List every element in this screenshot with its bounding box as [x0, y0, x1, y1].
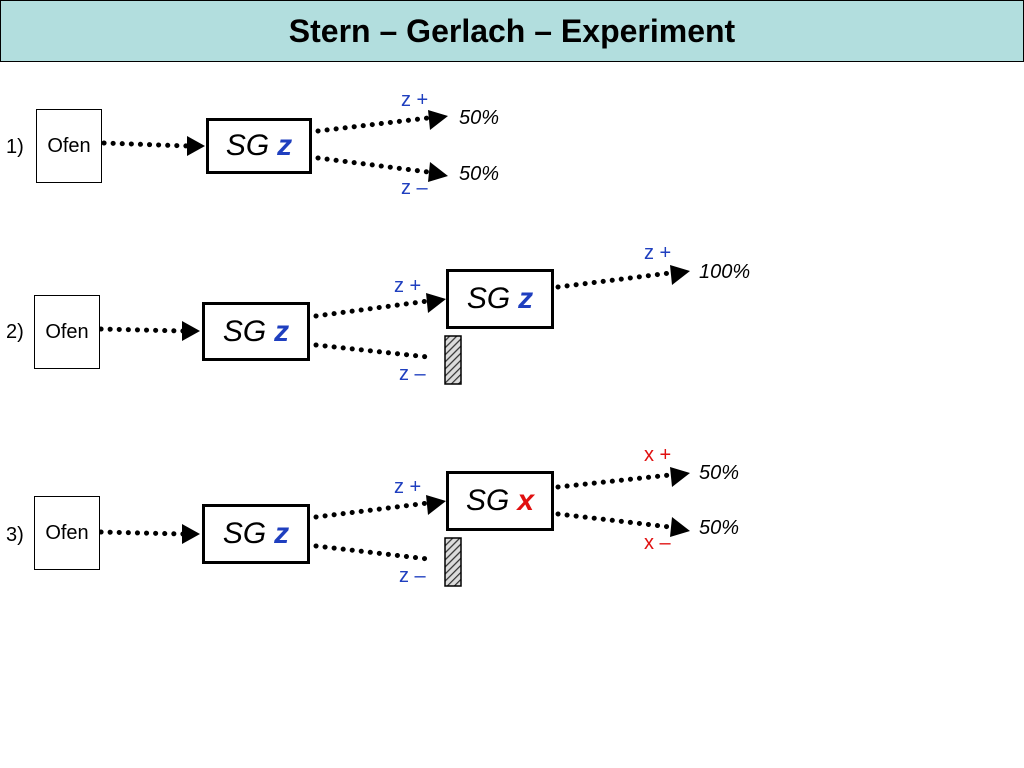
beam-row2-plus: [313, 298, 431, 319]
beam-label-sg2-minus: x –: [644, 532, 671, 554]
beam-label-minus: z –: [401, 177, 428, 199]
arrowhead-row3-sg2-plus: [670, 467, 690, 487]
sg-label: SG: [465, 484, 510, 517]
beam-label-plus: z +: [394, 275, 422, 297]
beam-row1-oven-to-sg: [101, 140, 191, 149]
output-percent-minus: 50%: [699, 517, 740, 539]
oven-label: Ofen: [47, 134, 91, 157]
beam-label-minus: z –: [399, 363, 426, 385]
beam-row3-plus: [313, 500, 431, 520]
output-percent-minus: 50%: [459, 163, 500, 185]
sg-label: SG: [222, 517, 267, 550]
arrowhead-row3-sg2-minus: [670, 517, 690, 537]
arrowhead-row1-plus: [428, 110, 448, 130]
sg-axis-label: z: [274, 517, 290, 550]
oven-box: Ofen: [34, 295, 100, 369]
arrowhead-row3-oven: [182, 524, 200, 544]
beam-row3-oven-to-sg: [98, 529, 186, 537]
sg-axis-label: z: [274, 314, 290, 348]
beam-blocker-row3: [444, 537, 462, 587]
row-number: 2): [6, 321, 24, 343]
output-percent-plus: 50%: [699, 462, 740, 484]
sg-axis-label: x: [517, 484, 535, 517]
arrowhead-row3-plus: [426, 495, 446, 515]
beam-label-minus: z –: [399, 565, 426, 587]
output-percent-plus: 50%: [459, 107, 500, 129]
oven-label: Ofen: [45, 521, 89, 544]
oven-label: Ofen: [45, 320, 89, 343]
row-number: 1): [6, 136, 24, 158]
page-title: Stern – Gerlach – Experiment: [288, 12, 736, 49]
beam-row3-minus: [313, 543, 431, 562]
row-number: 3): [6, 524, 24, 546]
beam-label-sg2-plus: z +: [644, 242, 672, 264]
sg-label: SG: [222, 314, 267, 348]
beam-row2-minus: [313, 342, 431, 360]
beam-label-sg2-plus: x +: [644, 444, 672, 466]
title-bar: Stern – Gerlach – Experiment: [0, 0, 1024, 62]
beam-row3-sg2-minus: [555, 511, 673, 530]
sg-axis-label: z: [518, 282, 534, 315]
sg-label: SG: [225, 129, 270, 162]
beam-blocker-row2: [444, 335, 462, 385]
beam-row1-plus: [315, 115, 431, 134]
oven-box: Ofen: [36, 109, 102, 183]
oven-box: Ofen: [34, 496, 100, 570]
beam-row2-sg2-plus: [555, 270, 673, 290]
beam-row1-minus: [315, 155, 431, 175]
arrowhead-row2-sg2-plus: [670, 265, 690, 285]
sg-axis-label: z: [277, 129, 293, 162]
arrowhead-row1-minus: [428, 162, 448, 182]
arrowhead-row1-oven: [187, 136, 205, 156]
output-percent-plus: 100%: [699, 261, 751, 283]
arrowhead-row2-oven: [182, 321, 200, 341]
arrowhead-row2-plus: [426, 293, 446, 313]
beam-row3-sg2-plus: [555, 472, 673, 490]
beam-label-plus: z +: [401, 89, 429, 111]
beam-row2-oven-to-sg: [98, 326, 186, 334]
beam-label-plus: z +: [394, 476, 422, 498]
sg-label: SG: [466, 282, 511, 315]
